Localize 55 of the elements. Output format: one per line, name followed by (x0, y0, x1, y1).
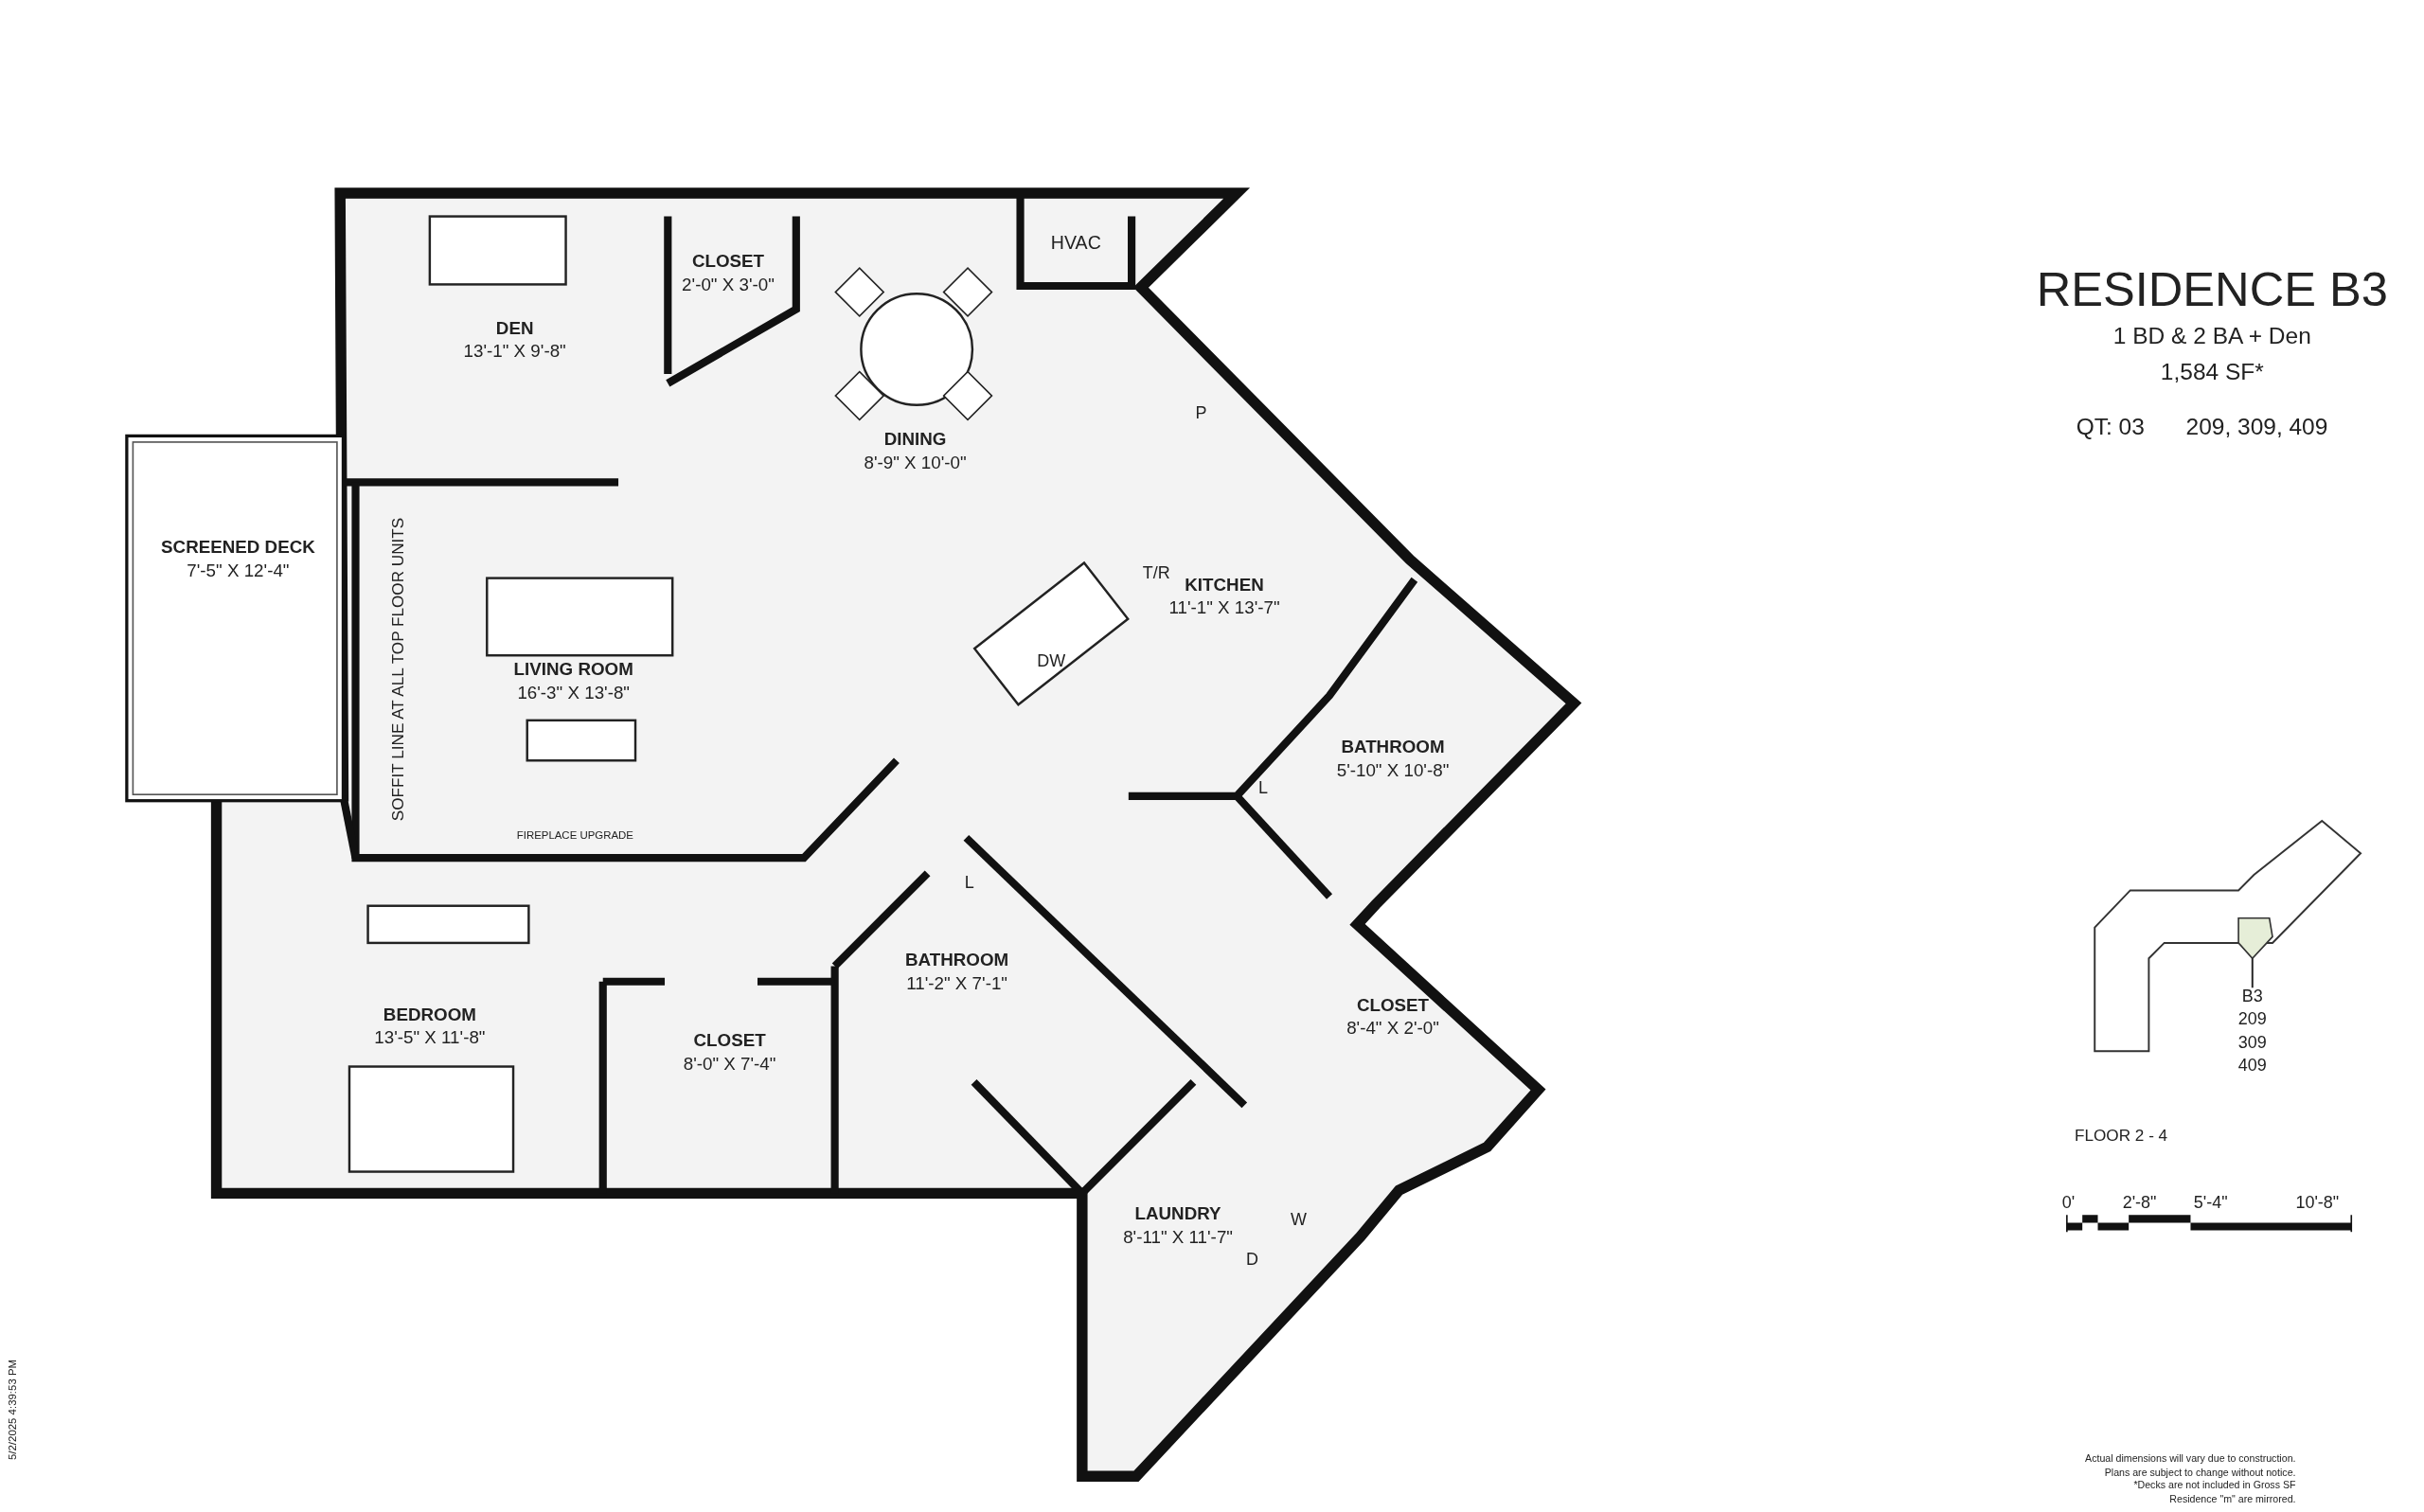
fireplace-note: FIREPLACE UPGRADE (516, 828, 633, 840)
fixture-label: L (964, 873, 974, 891)
disclaimer-line: Plans are subject to change without notice. (2104, 1468, 2296, 1478)
unit-number: 309 (2237, 1031, 2268, 1054)
square-footage: 1,584 SF* (2160, 358, 2264, 382)
scale-label: 0' (2061, 1193, 2076, 1211)
room-name: BATHROOM (1340, 736, 1446, 758)
appliance-label: D (1245, 1250, 1258, 1268)
unit-numbers: 209, 309, 409 (2185, 414, 2328, 438)
room-name: BEDROOM (382, 1004, 477, 1025)
scale-label: 10'-8" (2295, 1193, 2340, 1211)
room-dimension: 13'-5" X 11'-8" (374, 1026, 486, 1049)
room-name: HVAC (1050, 231, 1101, 254)
appliance-label: T/R (1142, 563, 1170, 581)
appliance-label: DW (1037, 652, 1066, 669)
disclaimer-line: Residence "m" are mirrored. (2169, 1493, 2296, 1504)
room-name: DINING (882, 428, 948, 451)
room-dimension: 8'-11" X 11'-7" (1123, 1226, 1233, 1248)
soffit-note: SOFFIT LINE AT ALL TOP FLOOR UNITS (389, 518, 406, 822)
disclaimer-line: Actual dimensions will vary due to construction. (2085, 1454, 2296, 1465)
room-dimension: 16'-3" X 13'-8" (516, 682, 631, 704)
room-dimension: 8'-9" X 10'-0" (864, 452, 967, 473)
room-name: CLOSET (1355, 994, 1431, 1016)
timestamp: 5/2/2025 4:39:53 PM (7, 1359, 18, 1460)
appliance-label: W (1290, 1210, 1307, 1228)
room-dimension: 13'-1" X 9'-8" (463, 340, 566, 363)
room-name: SCREENED DECK (161, 537, 315, 559)
unit-description: 1 BD & 2 BA + Den (2112, 323, 2311, 347)
room-dimension: 5'-10" X 10'-8" (1336, 759, 1450, 781)
room-dimension: 11'-2" X 7'-1" (905, 972, 1008, 995)
room-name: LIVING ROOM (513, 659, 633, 681)
room-dimension: 7'-5" X 12'-4" (186, 560, 291, 582)
unit-code: QT: 03 (2076, 414, 2145, 438)
room-dimension: 2'-0" X 3'-0" (682, 274, 775, 296)
room-name: CLOSET (690, 251, 766, 273)
fixture-label: L (1257, 778, 1268, 796)
room-name: KITCHEN (1184, 574, 1265, 596)
room-dimension: 8'-4" X 2'-0" (1346, 1017, 1439, 1040)
unit-number: 409 (2237, 1055, 2268, 1076)
scale-label: 5'-4" (2193, 1193, 2228, 1211)
disclaimer-line: *Decks are not included in Gross SF (2133, 1481, 2296, 1491)
room-name: LAUNDRY (1133, 1202, 1222, 1225)
appliance-label: P (1195, 403, 1207, 421)
scale-label: 2'-8" (2122, 1193, 2157, 1211)
unit-type: B3 (2240, 985, 2264, 1007)
highlighted-unit (2237, 916, 2273, 960)
leader-line (2251, 957, 2254, 989)
room-dimension: 11'-1" X 13'-7" (1168, 596, 1280, 619)
residence-title: RESIDENCE B3 (2036, 265, 2388, 314)
unit-number: 209 (2237, 1008, 2268, 1030)
room-name: BATHROOM (905, 950, 1009, 971)
floor-label: FLOOR 2 - 4 (2075, 1127, 2168, 1144)
room-name: DEN (494, 317, 535, 339)
room-name: CLOSET (692, 1030, 767, 1052)
room-dimension: 8'-0" X 7'-4" (683, 1053, 776, 1076)
